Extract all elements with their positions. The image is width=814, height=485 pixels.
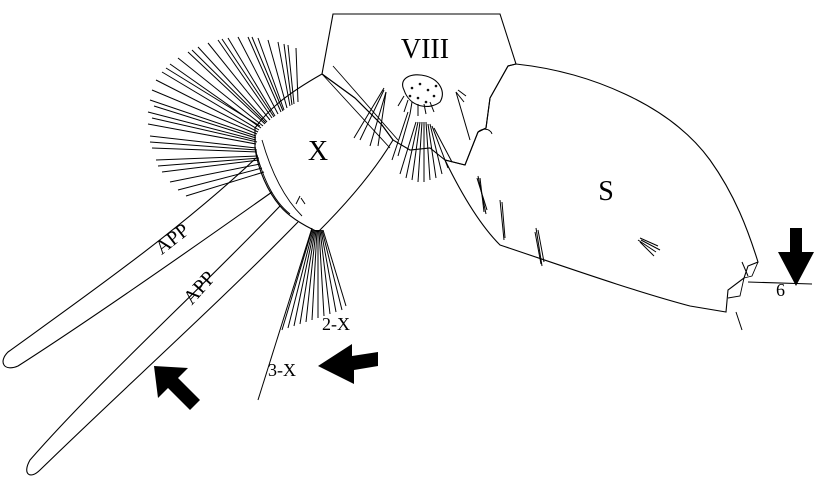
anal-papillae [2,157,299,476]
arrow-siphon-tip [778,228,814,286]
segment-x [254,73,394,233]
comb-scale-patch [397,74,443,116]
arrow-seta-3x [318,344,378,384]
label-seta-6: 6 [776,280,785,300]
siphon-setae [455,89,749,331]
segment-viii-setae [353,87,453,183]
setae-2x-3x [257,195,347,401]
label-anal-papilla-upper: APP [151,219,193,259]
label-seta-2x: 2-X [322,314,350,334]
seta-6-line [747,281,813,285]
label-seta-3x: 3-X [268,360,296,380]
label-segment-viii: VIII [401,34,449,65]
arrow-anal-papillae [154,366,200,410]
label-siphon: S [598,176,614,207]
ventral-brush [147,36,299,197]
label-segment-x: X [308,136,328,167]
siphon [443,63,759,313]
